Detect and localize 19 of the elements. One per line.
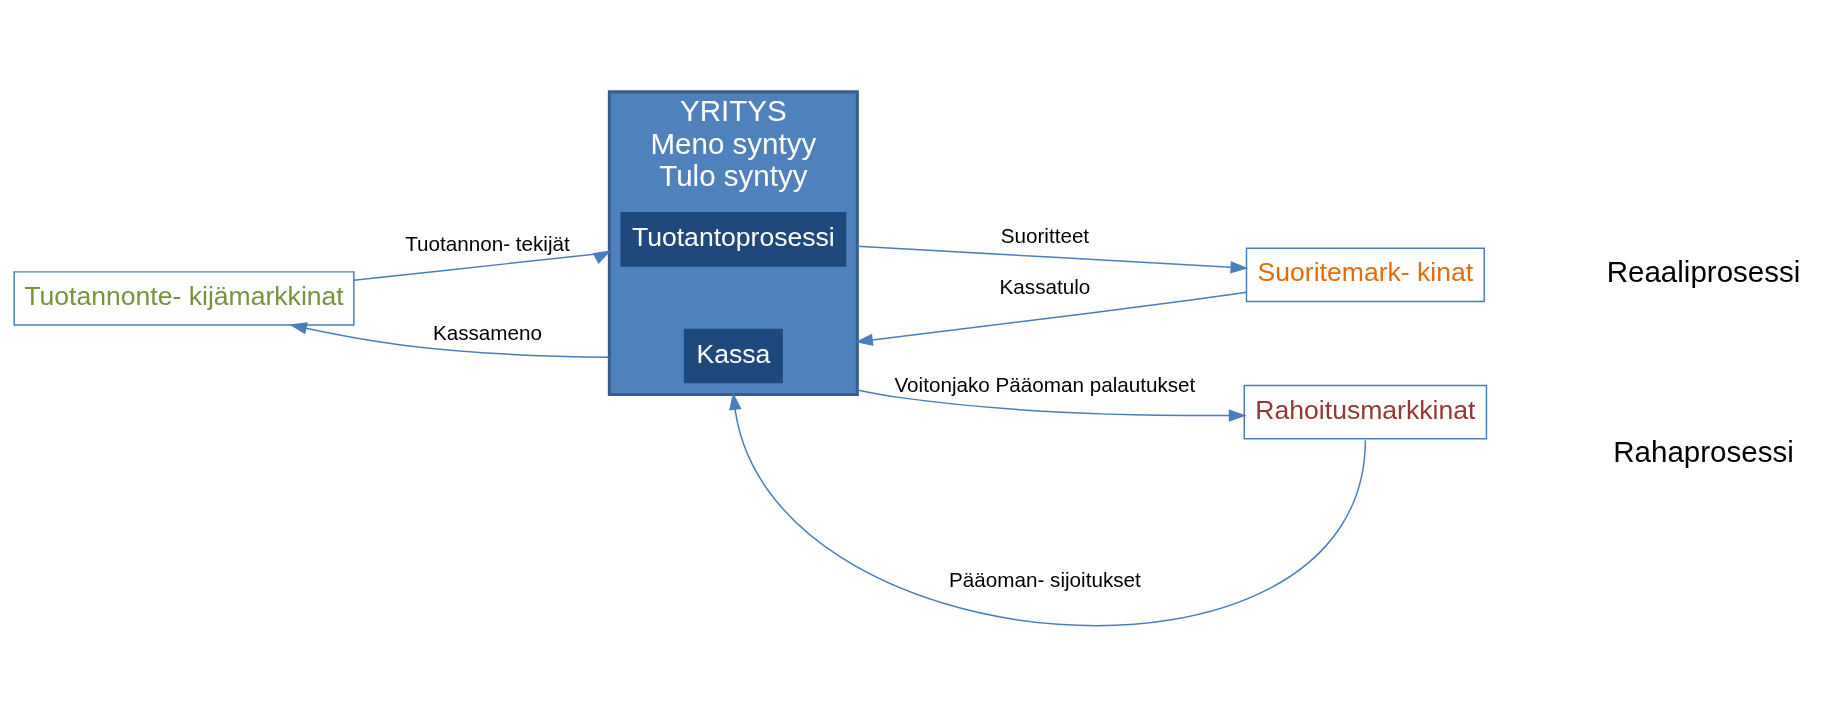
label: Reaaliprosessi [1606, 254, 1801, 288]
edge-label: Pääoman- sijoitukset [949, 567, 1141, 591]
node-box: Kassa [683, 328, 783, 383]
arrow [289, 321, 611, 358]
node-box: Tuotantoprosessi [620, 211, 847, 267]
arrow [353, 249, 612, 281]
edge-label: Voitonjako Pääoman palautukset [894, 372, 1196, 396]
label: Rahaprosessi [1613, 434, 1794, 468]
arrow [856, 388, 1247, 422]
node-box: Tuotannonte- kijämarkkinat [13, 270, 355, 326]
arrow [855, 291, 1248, 346]
node-box: Suoritemark- kinat [1245, 247, 1485, 302]
node-box: Rahoitusmarkkinat [1243, 384, 1488, 439]
edge-label: Suoritteet [1000, 223, 1090, 247]
edge-label: Tuotannon- tekijät [405, 231, 570, 255]
arrow [729, 391, 1367, 625]
arrow [856, 245, 1249, 273]
edge-label: Kassatulo [999, 274, 1091, 298]
edge-label: Kassameno [432, 320, 543, 344]
